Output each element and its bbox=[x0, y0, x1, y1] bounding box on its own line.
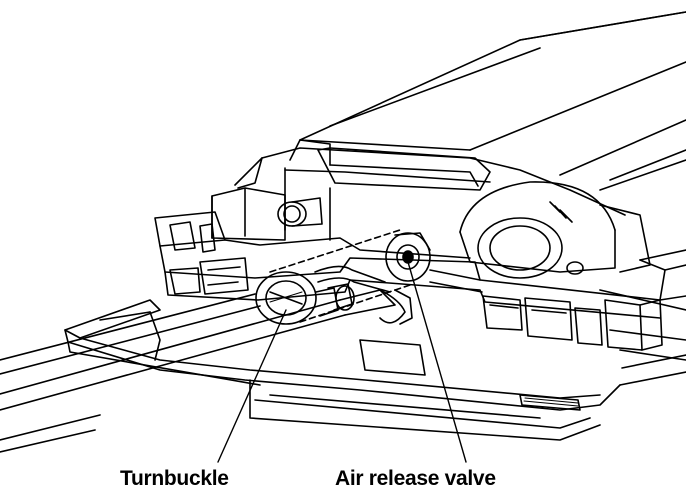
dashed-link bbox=[269, 229, 411, 323]
drum bbox=[459, 181, 651, 279]
housing-top bbox=[299, 11, 686, 191]
left-block bbox=[211, 187, 323, 241]
turnbuckle-label: Turnbuckle bbox=[120, 467, 229, 490]
middle-frame bbox=[314, 265, 483, 293]
base-tray bbox=[64, 299, 621, 441]
right-wall bbox=[619, 249, 686, 386]
air-release-valve-part bbox=[385, 232, 431, 282]
right-brackets bbox=[482, 295, 663, 351]
left-brackets bbox=[169, 257, 249, 295]
pipe bbox=[0, 289, 413, 453]
turnbuckle-part bbox=[255, 271, 355, 325]
leader-lines bbox=[217, 261, 467, 463]
top-panel bbox=[234, 139, 626, 241]
air-release-valve-label: Air release valve bbox=[335, 467, 496, 490]
